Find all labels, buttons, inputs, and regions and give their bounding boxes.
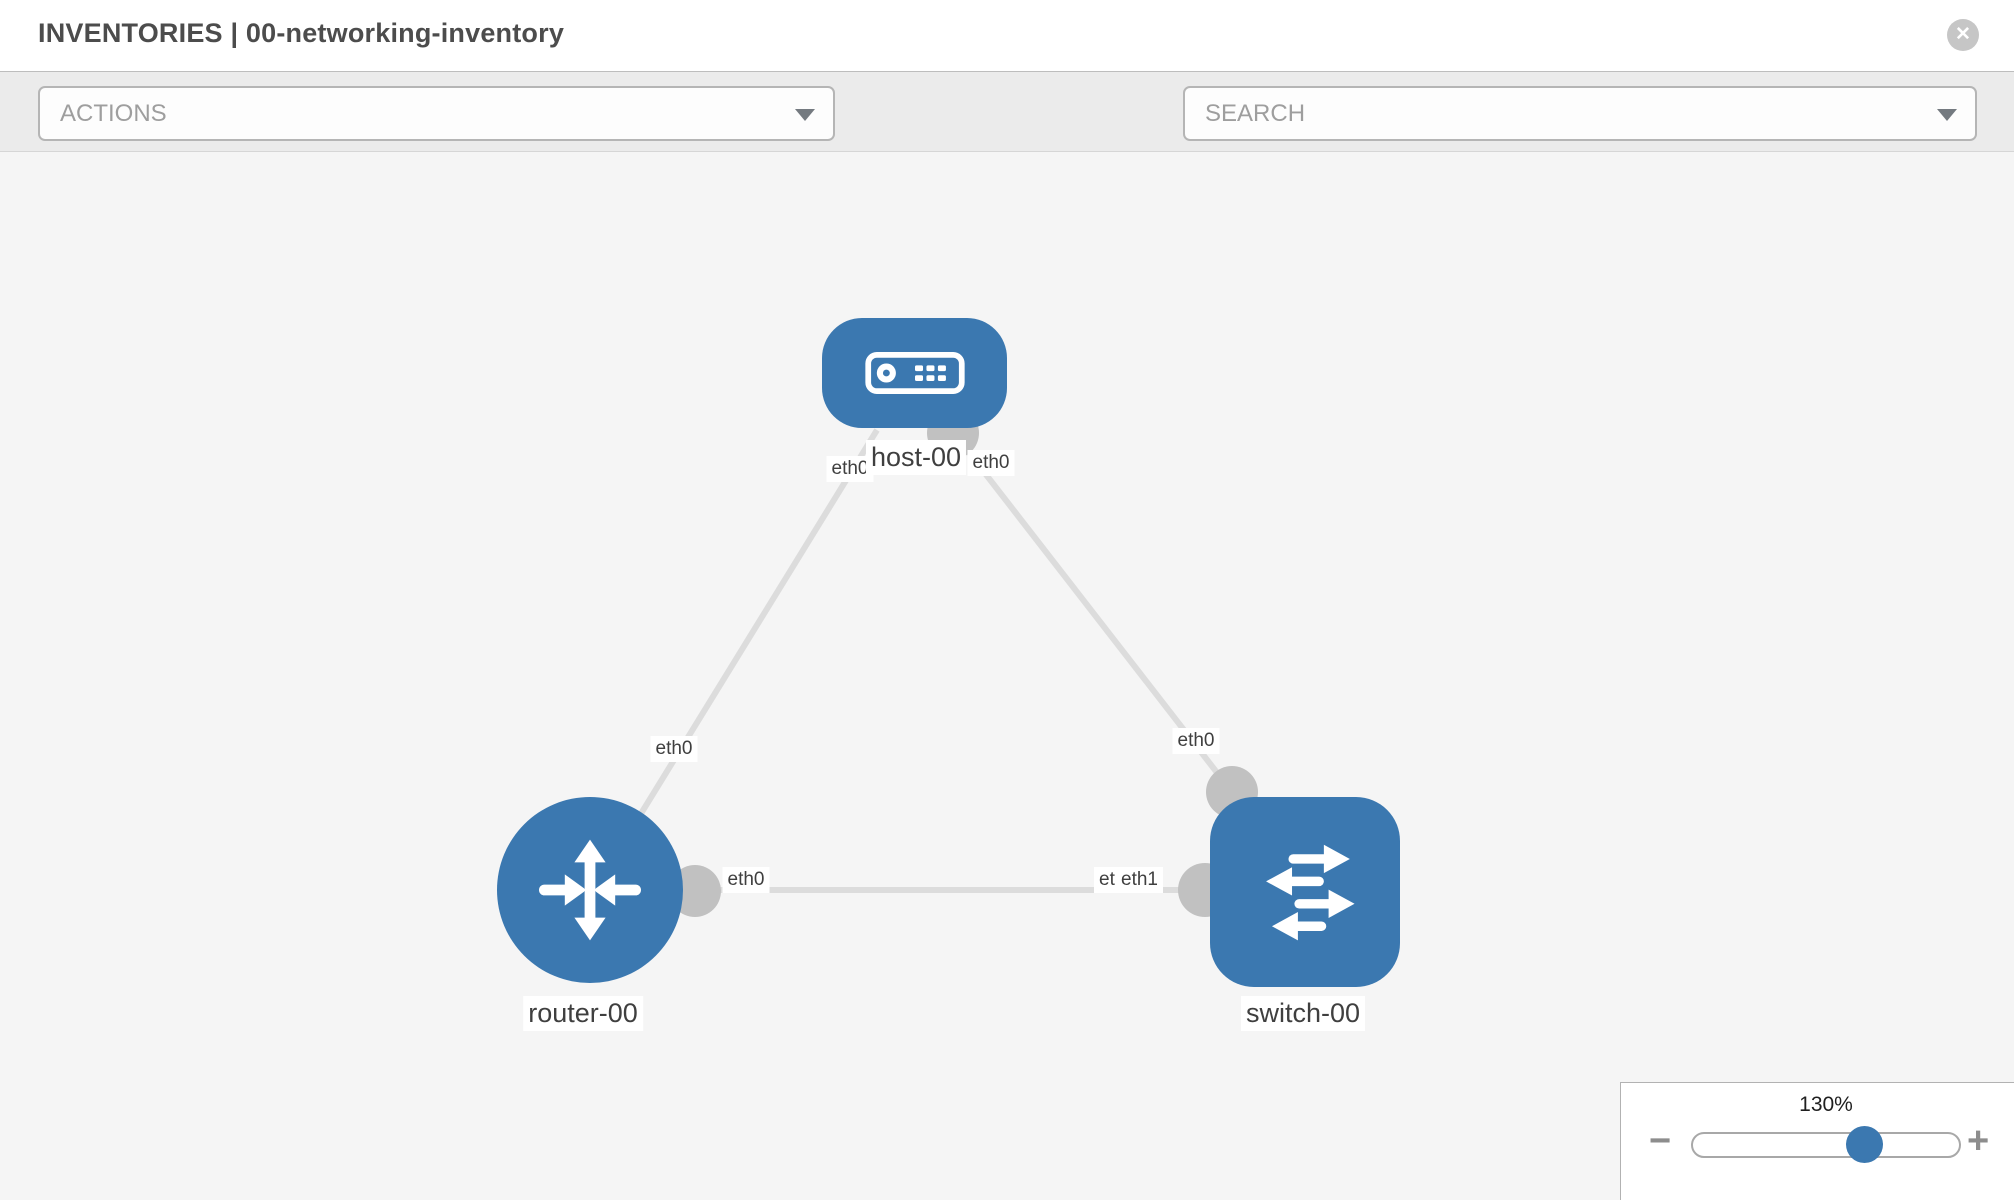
link-host-router[interactable] — [607, 428, 880, 866]
node-label-switch-00: switch-00 — [1240, 996, 1366, 1031]
search-placeholder: SEARCH — [1205, 100, 1306, 127]
router-icon — [539, 839, 641, 941]
host-icon — [864, 352, 965, 394]
close-button[interactable]: ✕ — [1947, 19, 1979, 51]
zoom-in-button[interactable]: + — [1967, 1120, 1990, 1162]
zoom-slider-track[interactable] — [1691, 1132, 1961, 1158]
interface-label-switch-left: eth1 — [1116, 867, 1163, 893]
topology-links-layer — [607, 407, 1258, 917]
node-host-00[interactable] — [822, 318, 1007, 428]
node-label-router-00: router-00 — [523, 996, 643, 1031]
zoom-slider-thumb[interactable] — [1846, 1126, 1883, 1163]
node-switch-00[interactable] — [1210, 797, 1400, 987]
interface-label-router-top: eth0 — [650, 736, 698, 762]
page-title: INVENTORIES | 00-networking-inventory — [38, 18, 565, 48]
node-router-00[interactable] — [497, 797, 683, 983]
chevron-down-icon — [1937, 109, 1957, 121]
node-label-host-00: host-00 — [865, 440, 967, 475]
actions-dropdown[interactable]: ACTIONS — [38, 86, 835, 141]
interface-label-router-right: eth0 — [722, 867, 770, 893]
actions-dropdown-label: ACTIONS — [60, 100, 167, 127]
interface-label-switch-top: eth0 — [1172, 728, 1220, 754]
chevron-down-icon — [795, 109, 815, 121]
interface-label-host-right: eth0 — [967, 450, 1015, 476]
close-icon: ✕ — [1955, 24, 1971, 45]
zoom-out-button[interactable]: − — [1649, 1120, 1672, 1162]
search-dropdown[interactable]: SEARCH — [1183, 86, 1977, 141]
topology-canvas[interactable]: eth0 eth0 eth0 eth0 eth0 eth0 eth1 host-… — [0, 152, 2014, 1200]
interface-label-host-left: eth0 — [826, 456, 874, 482]
toolbar: ACTIONS SEARCH — [0, 71, 2014, 204]
zoom-panel: 130% − + — [1620, 1082, 2014, 1200]
header: INVENTORIES | 00-networking-inventory ✕ — [0, 0, 2014, 71]
switch-icon — [1266, 844, 1355, 941]
zoom-level-label: 130% — [1799, 1093, 1853, 1116]
